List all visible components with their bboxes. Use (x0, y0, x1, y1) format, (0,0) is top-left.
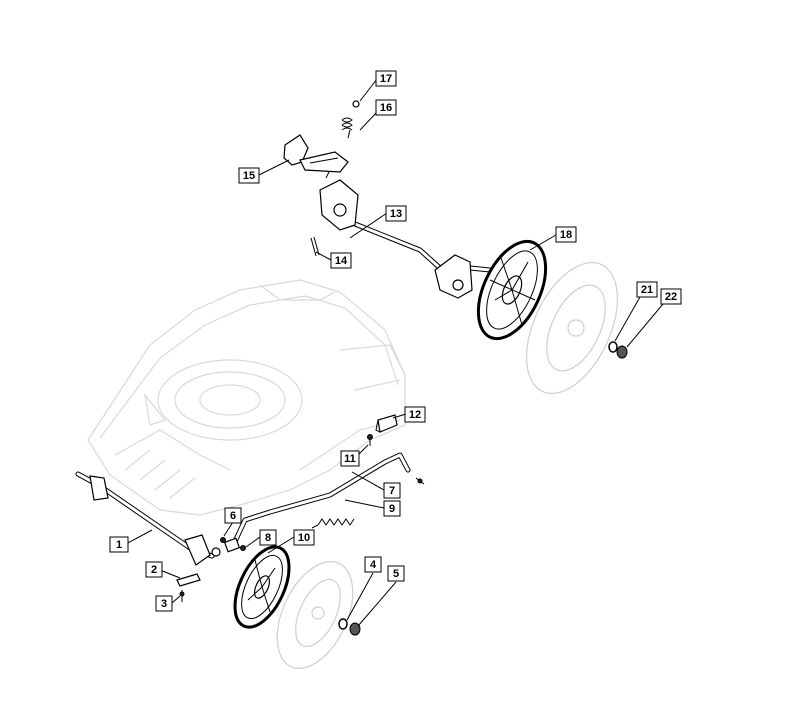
rear-axle-rod (319, 169, 493, 299)
svg-text:22: 22 (665, 291, 677, 303)
callout-21: 21 (636, 281, 658, 298)
front-hubcap (233, 545, 291, 629)
callout-17: 17 (375, 70, 397, 87)
callout-6: 6 (224, 507, 242, 524)
svg-text:13: 13 (390, 208, 402, 220)
screw-11 (367, 434, 373, 446)
callout-2: 2 (145, 561, 163, 578)
svg-text:12: 12 (409, 409, 421, 421)
callout-1: 1 (109, 536, 129, 553)
callout-10: 10 (293, 529, 315, 546)
svg-text:15: 15 (243, 170, 255, 182)
callout-9: 9 (383, 500, 401, 517)
fastener-6 (220, 537, 226, 543)
callout-18: 18 (555, 226, 577, 243)
callout-5: 5 (387, 565, 405, 582)
callout-4: 4 (364, 556, 382, 573)
callout-12: 12 (404, 406, 426, 423)
svg-text:3: 3 (161, 598, 167, 610)
leader-lines (125, 78, 664, 627)
washer-4 (338, 618, 348, 630)
svg-text:18: 18 (560, 229, 572, 241)
svg-text:2: 2 (151, 564, 157, 576)
fastener-8 (240, 545, 246, 551)
mounting-plate (176, 573, 201, 587)
spring-16 (341, 117, 353, 139)
svg-text:16: 16 (380, 102, 392, 114)
rear-hubcap (476, 239, 548, 341)
mower-deck-ghost (87, 279, 406, 516)
svg-text:7: 7 (389, 485, 395, 497)
svg-text:9: 9 (389, 503, 395, 515)
svg-text:8: 8 (265, 532, 271, 544)
svg-text:17: 17 (380, 73, 392, 85)
pin (415, 477, 425, 485)
svg-text:6: 6 (230, 510, 236, 522)
spring (311, 518, 355, 529)
svg-text:11: 11 (344, 453, 356, 465)
svg-text:10: 10 (298, 532, 310, 544)
callout-15: 15 (238, 167, 260, 184)
callout-16: 16 (375, 99, 397, 116)
svg-text:1: 1 (116, 539, 122, 551)
svg-text:4: 4 (370, 559, 377, 571)
callout-8: 8 (259, 529, 277, 546)
pin-14 (310, 236, 320, 257)
nut-22 (616, 345, 628, 359)
svg-text:5: 5 (393, 568, 399, 580)
svg-text:14: 14 (335, 255, 348, 267)
height-adjust-lever (223, 452, 411, 553)
callout-14: 14 (330, 252, 352, 269)
svg-text:21: 21 (641, 284, 653, 296)
bolt (179, 590, 185, 602)
callout-13: 13 (385, 205, 407, 222)
washer-21 (608, 341, 618, 353)
nut-5 (349, 622, 361, 636)
bracket (375, 414, 398, 433)
callout-3: 3 (155, 595, 173, 612)
callout-22: 22 (660, 288, 682, 305)
nut-17 (352, 100, 360, 108)
front-tire-ghost (276, 560, 354, 670)
handle-15 (283, 134, 349, 173)
rear-tire-ghost (525, 261, 619, 395)
callout-7: 7 (383, 482, 401, 499)
callout-11: 11 (340, 450, 360, 467)
front-axle-rod (75, 471, 221, 566)
